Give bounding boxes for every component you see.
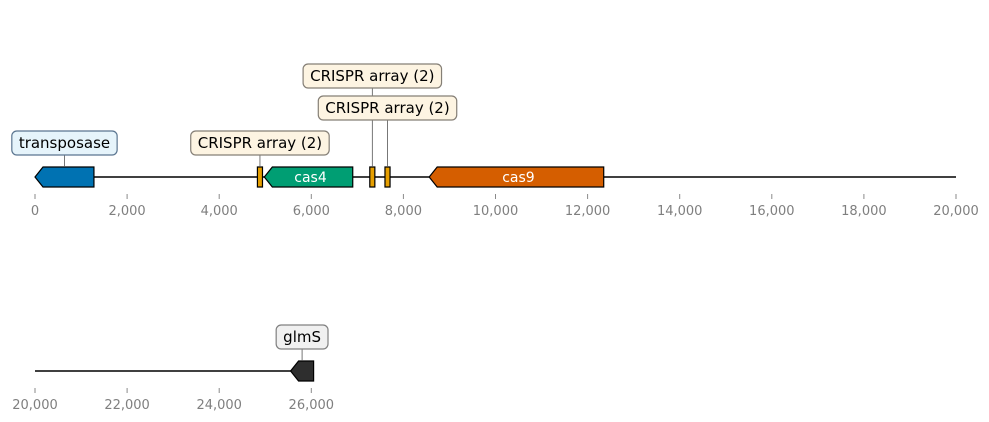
feature-label-crispr-1: CRISPR array (2) [198,134,322,152]
feature-label-transposase: transposase [19,134,110,152]
axis-tick-label: 12,000 [565,204,611,219]
feature-crispr-1 [256,166,264,188]
feature-crispr-3 [384,166,391,188]
feature-label-glmS: glmS [283,328,321,346]
axis-tick-label: 22,000 [104,398,150,413]
axis-tick-label: 20,000 [933,204,979,219]
axis-tick-label: 18,000 [841,204,887,219]
axis-tick-label: 0 [31,204,39,219]
feature-glmS [289,360,315,382]
axis-tick-label: 8,000 [385,204,422,219]
track-2: 20,000 22,000 24,000 26,000 glmS [12,324,335,413]
feature-cas4 [263,166,354,188]
feature-transposase [34,166,95,188]
label-box-transposase [11,130,118,156]
axis-tick-label: 16,000 [749,204,795,219]
feature-cas9 [428,166,605,188]
feature-label-crispr-2: CRISPR array (2) [310,67,434,85]
axis-tick-label: 10,000 [473,204,519,219]
axis-tick-label: 4,000 [201,204,238,219]
axis-tick-label: 14,000 [657,204,703,219]
feature-label-cas4: cas4 [294,170,327,186]
axis-tick-label: 24,000 [196,398,242,413]
axis-tick-label: 26,000 [289,398,335,413]
label-box-crispr-2 [302,63,443,89]
label-box-crispr-3 [317,95,458,121]
label-box-glmS [275,324,329,350]
axis-tick-label: 6,000 [293,204,330,219]
feature-label-crispr-3: CRISPR array (2) [325,99,449,117]
axis-tick-label: 2,000 [108,204,145,219]
track-1: 0 2,000 4,000 6,000 8,000 10,000 12,000 14,000 1… [11,63,979,219]
axis-tick-label: 20,000 [12,398,58,413]
feature-crispr-2 [369,166,376,188]
feature-label-cas9: cas9 [502,170,534,186]
label-box-crispr-1 [190,130,330,156]
